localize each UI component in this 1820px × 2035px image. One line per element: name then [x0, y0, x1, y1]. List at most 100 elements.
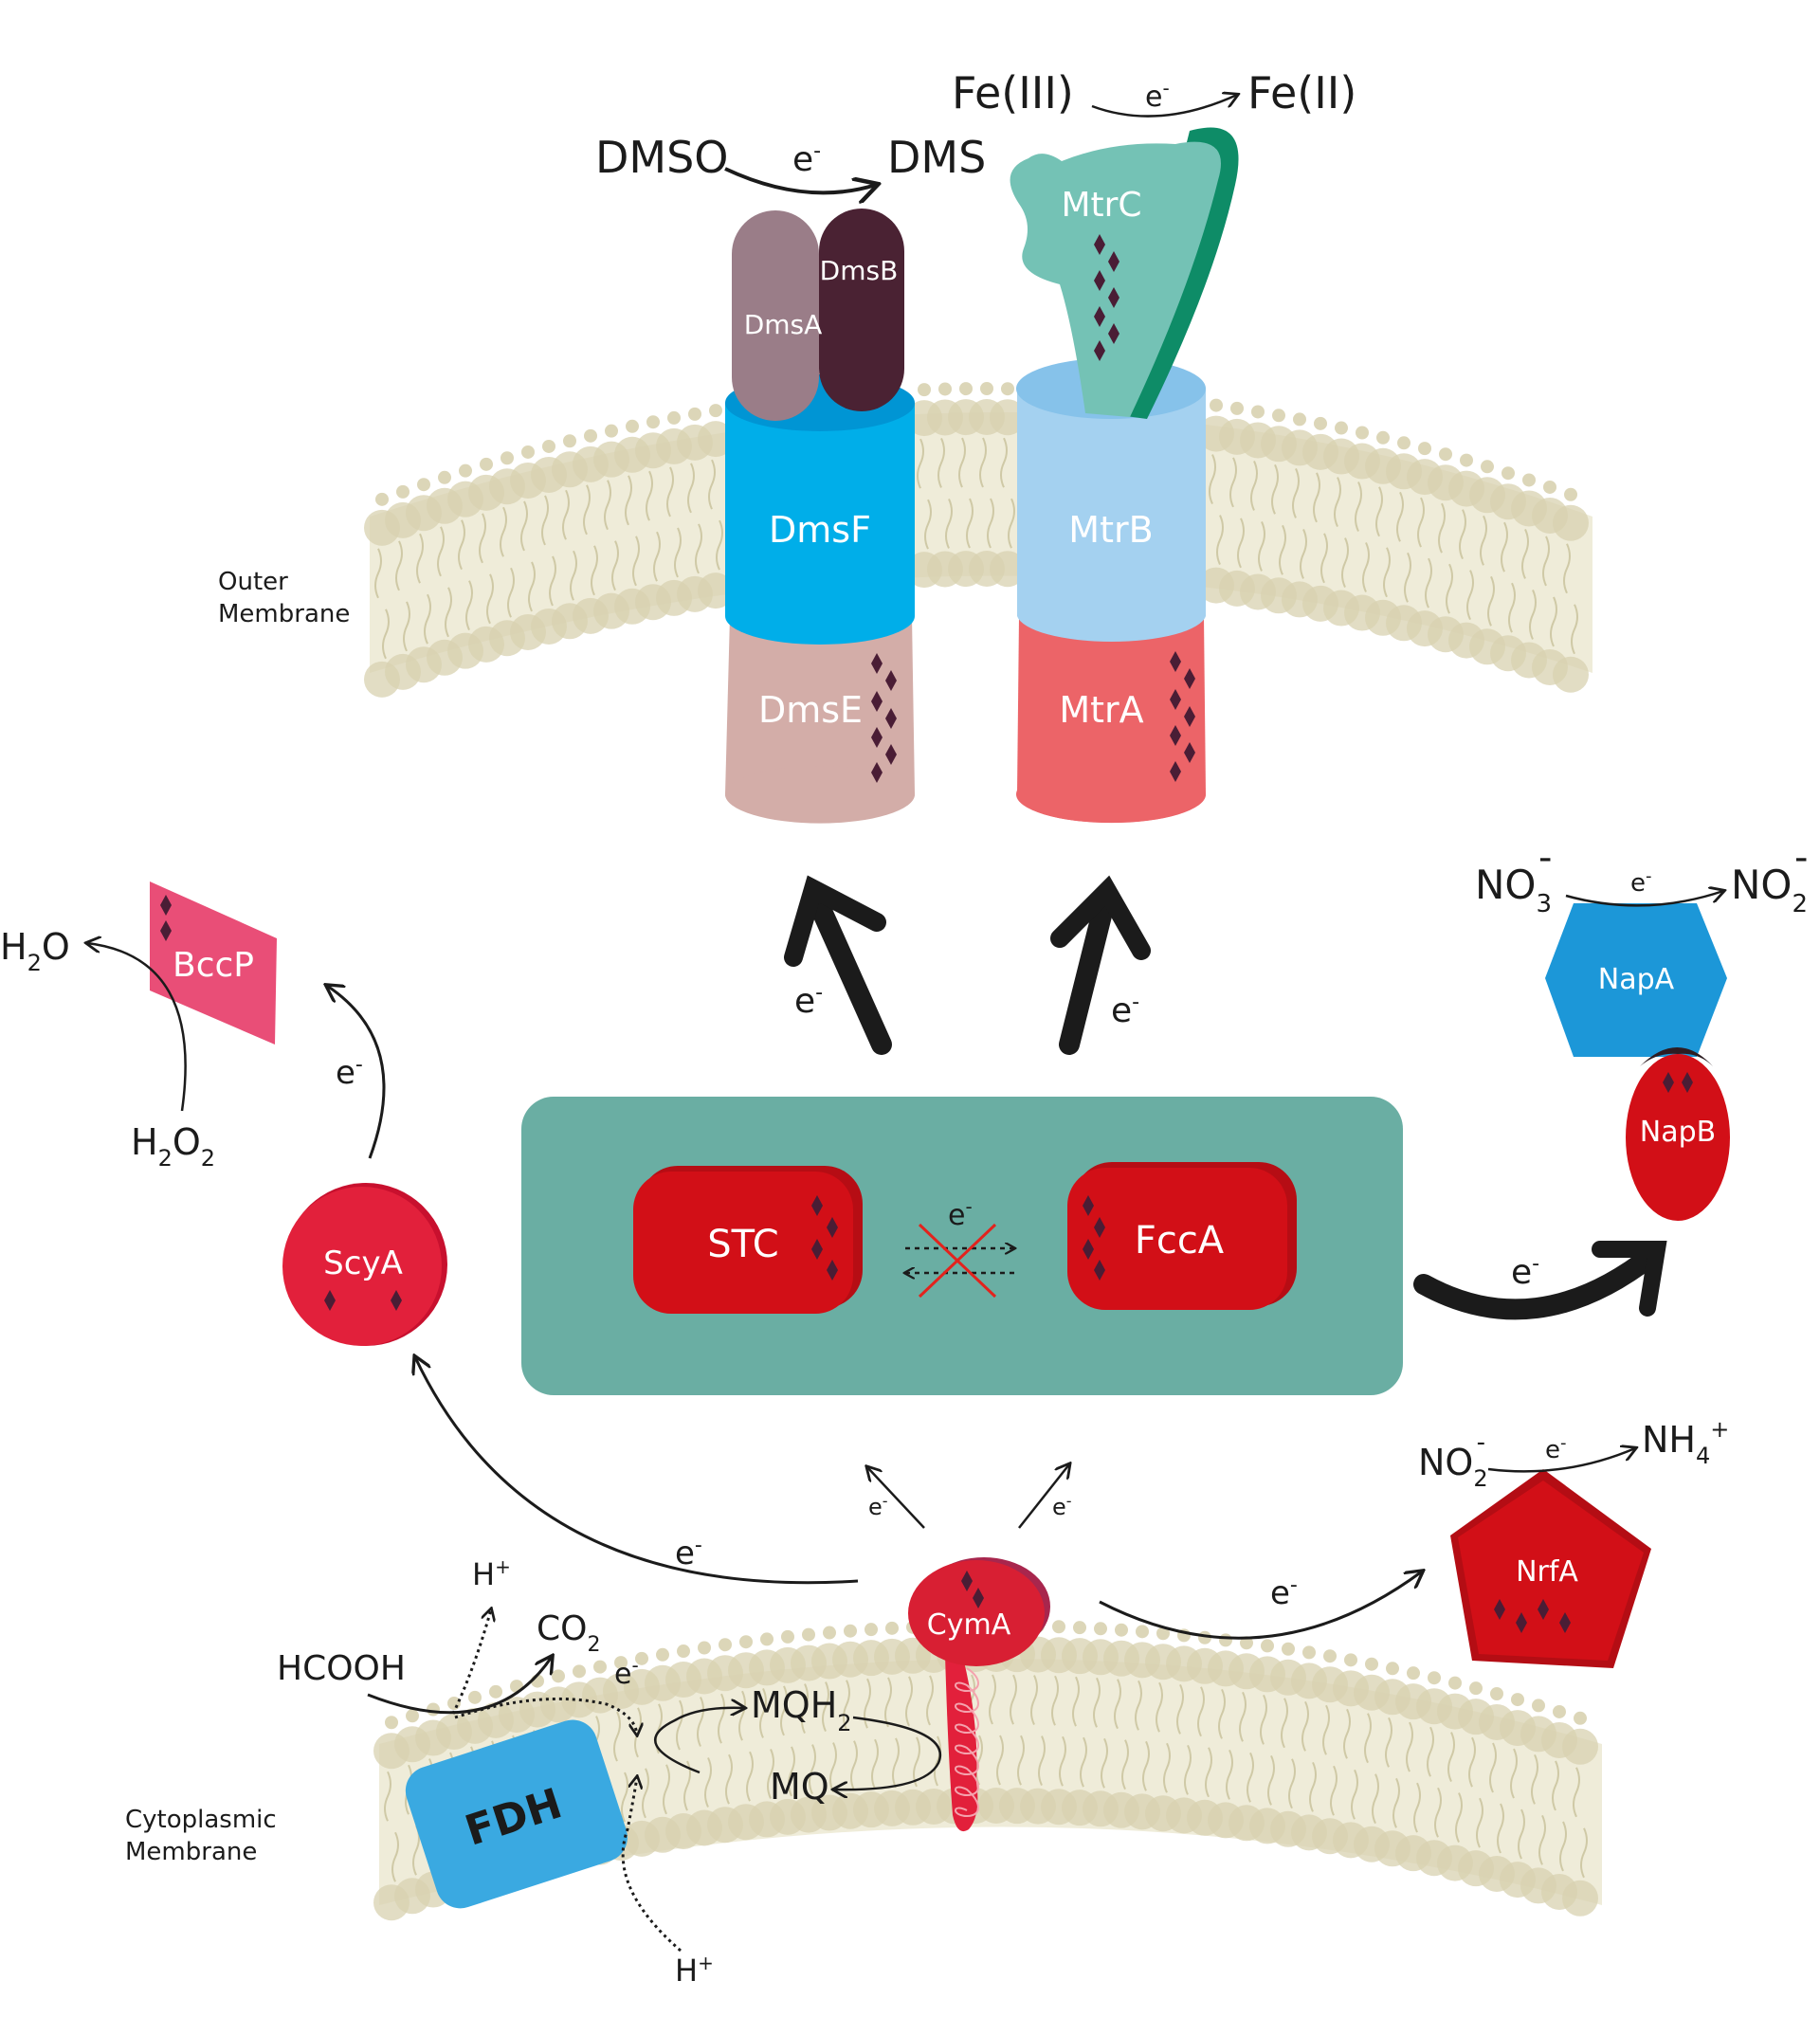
lipid-tail	[1434, 1787, 1442, 1838]
lipid-tail	[1531, 1753, 1538, 1805]
lipid-tail	[1385, 1717, 1392, 1768]
lipid-tail	[1404, 552, 1411, 603]
heme-diamond	[1108, 287, 1119, 308]
hplus-bottom-label: H+	[675, 1952, 714, 1989]
lipid-tail	[625, 475, 632, 526]
lipid-small-head	[1532, 1699, 1545, 1713]
lipid-tail	[1250, 461, 1258, 511]
heme-diamond	[1494, 1599, 1505, 1620]
lipid-small-head	[656, 1647, 669, 1662]
heme-diamond	[871, 653, 883, 674]
fcca-protein	[1067, 1162, 1297, 1310]
lipid-small-head	[1261, 1639, 1274, 1653]
lipid-tail	[716, 519, 723, 571]
nitrate-electron: e-	[1630, 866, 1652, 898]
lipid-tail	[374, 548, 382, 599]
lipid-small-head	[1115, 1623, 1128, 1637]
lipid-tail	[822, 1681, 829, 1732]
lipid-small-head	[1386, 1662, 1399, 1676]
lipid-tail	[788, 1746, 795, 1797]
lipid-tail	[746, 1751, 754, 1802]
lipid-tail	[1330, 1765, 1338, 1816]
lipid-tail	[989, 1674, 996, 1725]
lipid-small-head	[719, 1638, 732, 1652]
lipid-tail	[1320, 533, 1328, 584]
cyma-label: CymA	[927, 1608, 1011, 1642]
lipid-tail	[403, 601, 410, 652]
heme-diamond	[1094, 306, 1105, 327]
lipid-tail	[632, 536, 640, 587]
nitrite-electron: e-	[1545, 1433, 1567, 1464]
dmse-heme-group	[871, 653, 897, 783]
lipid-tail	[1476, 1797, 1483, 1848]
lipid-tail	[1000, 437, 1008, 488]
dmse-label: DmsE	[758, 689, 863, 731]
lipid-small-head	[1302, 1645, 1316, 1660]
heme-diamond	[811, 1239, 823, 1260]
proton-uptake-arrow	[621, 1777, 682, 1953]
lipid-small-head	[1230, 401, 1244, 415]
lipid-tail	[1355, 481, 1362, 532]
lipid-small-head	[1397, 436, 1410, 450]
lipid-tail	[1142, 1740, 1150, 1791]
lipid-tail	[384, 1771, 391, 1822]
heme-diamond	[1170, 689, 1181, 710]
lipid-tail	[759, 1687, 767, 1738]
lipid-small-head	[1469, 1681, 1483, 1696]
lipid-tail	[1237, 518, 1245, 569]
lipid-small-head	[396, 484, 410, 499]
big-up-electron-dms: e-	[794, 981, 823, 1021]
lipid-tail	[500, 506, 507, 557]
bccp-label: BccP	[173, 946, 254, 985]
lipid-small-head	[1481, 460, 1494, 474]
lipid-tail	[458, 519, 465, 571]
lipid-tail	[1518, 1808, 1525, 1860]
lipid-tail	[1446, 563, 1453, 614]
lipid-small-head	[593, 1660, 607, 1674]
lipid-tail	[507, 567, 515, 618]
lipid-head	[990, 399, 1026, 436]
lipid-tail	[1267, 1754, 1275, 1806]
lipid-tail	[486, 573, 494, 625]
heme-diamond	[160, 920, 172, 941]
lipid-small-head	[1365, 1657, 1378, 1671]
lipid-small-head	[1407, 1666, 1420, 1681]
lipid-head	[698, 421, 734, 458]
heme-diamond	[1184, 668, 1195, 689]
cyma-small-arrow-right	[1018, 1464, 1069, 1529]
lipid-tail	[1392, 1777, 1400, 1828]
mq-label: MQ	[770, 1766, 829, 1808]
lipid-small-head	[1376, 430, 1390, 445]
blocked-exchange-electron: e-	[948, 1195, 973, 1232]
heme-diamond	[1083, 1195, 1094, 1216]
lipid-tail	[1288, 1758, 1296, 1809]
heme-diamond	[1663, 1072, 1674, 1093]
lipid-tail	[1510, 1748, 1518, 1799]
heme-diamond	[1094, 234, 1105, 255]
dms-label: DMS	[887, 132, 986, 183]
lipid-tail	[917, 438, 924, 489]
lipid-small-head	[635, 1651, 648, 1665]
lipid-tail	[871, 1738, 879, 1790]
lipid-tail	[562, 489, 570, 540]
outer-membrane-label-2: Membrane	[218, 600, 350, 628]
lipid-tail	[416, 533, 424, 584]
lipid-tail	[850, 1740, 858, 1791]
lipid-small-head	[1356, 426, 1369, 440]
lipid-tail	[1413, 1782, 1421, 1833]
heme-diamond	[961, 1571, 973, 1591]
lipid-small-head	[417, 478, 430, 492]
lipid-tail	[1372, 1773, 1379, 1825]
lipid-small-head	[1428, 1671, 1441, 1685]
napb-protein	[1626, 1054, 1730, 1221]
lipid-small-head	[1574, 1711, 1587, 1725]
lipid-tail	[1573, 1767, 1580, 1818]
mtra-heme-group	[1170, 651, 1195, 782]
cyma-protein	[908, 1557, 1050, 1832]
lipid-small-head	[1522, 473, 1536, 487]
lipid-small-head	[1314, 416, 1327, 430]
lipid-small-head	[667, 410, 681, 425]
lipid-small-head	[844, 1624, 857, 1638]
lipid-small-head	[1073, 1621, 1086, 1635]
